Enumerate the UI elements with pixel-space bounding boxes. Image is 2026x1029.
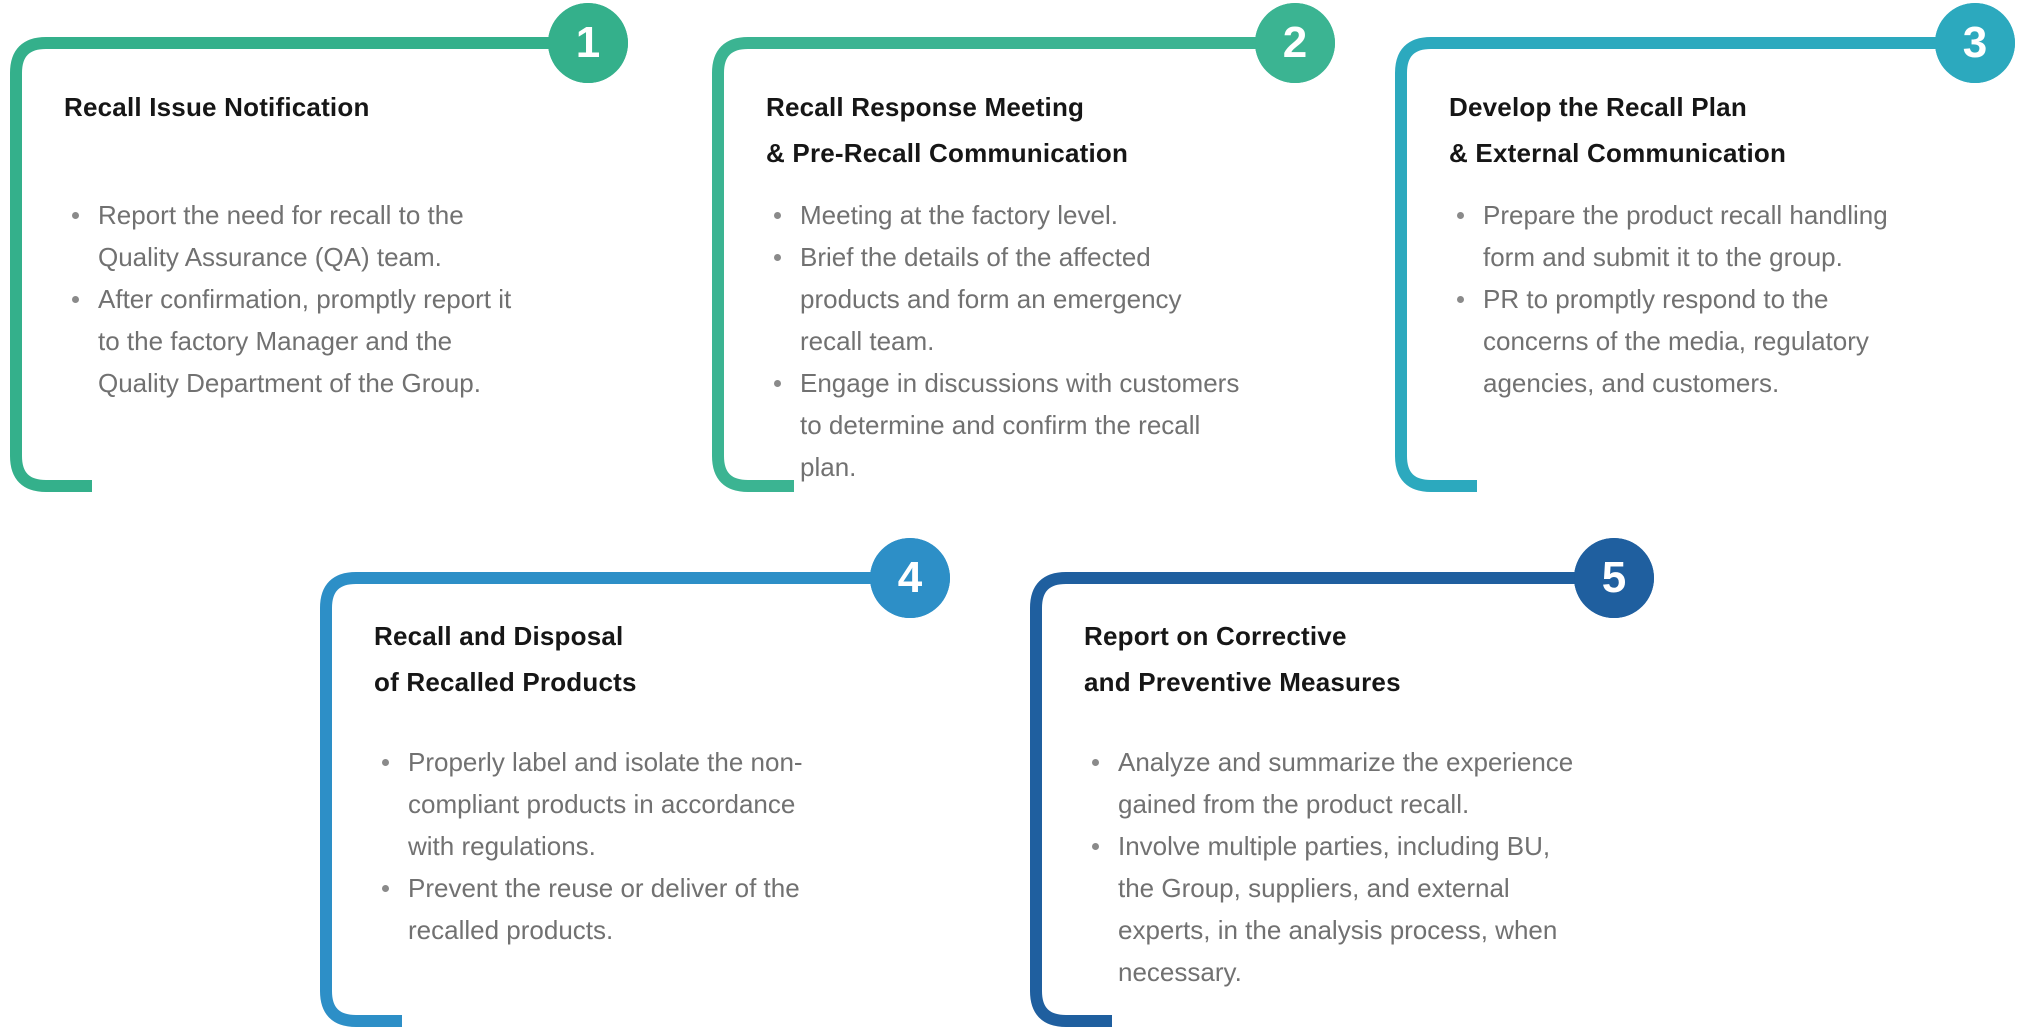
step-title-line: Recall Response Meeting xyxy=(766,92,1085,122)
step-number: 5 xyxy=(1601,553,1627,602)
bullet-item: After confirmation, promptly report it t… xyxy=(68,278,518,404)
step-title-line: Develop the Recall Plan xyxy=(1449,92,1747,122)
bullet-item: Brief the details of the affected produc… xyxy=(770,236,1240,362)
step-title-line: and Preventive Measures xyxy=(1084,667,1401,697)
step-title: Recall Response Meeting & Pre-Recall Com… xyxy=(766,84,1128,176)
step-number-badge: 3 xyxy=(1935,3,2015,83)
step-number-badge: 4 xyxy=(870,538,950,618)
step-number-badge: 2 xyxy=(1255,3,1335,83)
step-bullets: Prepare the product recall handling form… xyxy=(1453,194,1923,404)
step-bullets: Analyze and summarize the experience gai… xyxy=(1088,741,1593,993)
step-title-line: Recall and Disposal xyxy=(374,621,624,651)
bullet-item: Properly label and isolate the non-compl… xyxy=(378,741,838,867)
step-title-line: & External Communication xyxy=(1449,138,1787,168)
bullet-item: Meeting at the factory level. xyxy=(770,194,1240,236)
step-card-recall-response-meeting: 2 Recall Response Meeting & Pre-Recall C… xyxy=(712,0,1339,494)
step-card-recall-issue-notification: 1 Recall Issue Notification Report the n… xyxy=(10,0,632,494)
step-title-line: Recall Issue Notification xyxy=(64,92,370,122)
step-number: 3 xyxy=(1962,18,1988,67)
bullet-item: Report the need for recall to the Qualit… xyxy=(68,194,518,278)
step-number: 1 xyxy=(575,18,601,67)
step-title: Report on Corrective and Preventive Meas… xyxy=(1084,613,1401,705)
step-bullets: Report the need for recall to the Qualit… xyxy=(68,194,518,404)
step-card-corrective-preventive-measures: 5 Report on Corrective and Preventive Me… xyxy=(1030,535,1658,1029)
step-number: 2 xyxy=(1282,18,1308,67)
bullet-item: PR to promptly respond to the concerns o… xyxy=(1453,278,1923,404)
step-card-develop-recall-plan: 3 Develop the Recall Plan & External Com… xyxy=(1395,0,2019,494)
step-title-line: & Pre-Recall Communication xyxy=(766,138,1129,168)
step-number: 4 xyxy=(897,553,923,602)
step-title: Develop the Recall Plan & External Commu… xyxy=(1449,84,1786,176)
step-number-badge: 1 xyxy=(548,3,628,83)
bullet-item: Prepare the product recall handling form… xyxy=(1453,194,1923,278)
step-title: Recall Issue Notification xyxy=(64,84,370,130)
step-bullets: Meeting at the factory level. Brief the … xyxy=(770,194,1240,488)
step-title: Recall and Disposal of Recalled Products xyxy=(374,613,637,705)
step-bullets: Properly label and isolate the non-compl… xyxy=(378,741,838,951)
bullet-item: Involve multiple parties, including BU, … xyxy=(1088,825,1593,993)
step-card-recall-and-disposal: 4 Recall and Disposal of Recalled Produc… xyxy=(320,535,954,1029)
step-title-line: of Recalled Products xyxy=(374,667,637,697)
bullet-item: Engage in discussions with customers to … xyxy=(770,362,1240,488)
step-title-line: Report on Corrective xyxy=(1084,621,1347,651)
bullet-item: Analyze and summarize the experience gai… xyxy=(1088,741,1593,825)
step-number-badge: 5 xyxy=(1574,538,1654,618)
bullet-item: Prevent the reuse or deliver of the reca… xyxy=(378,867,838,951)
